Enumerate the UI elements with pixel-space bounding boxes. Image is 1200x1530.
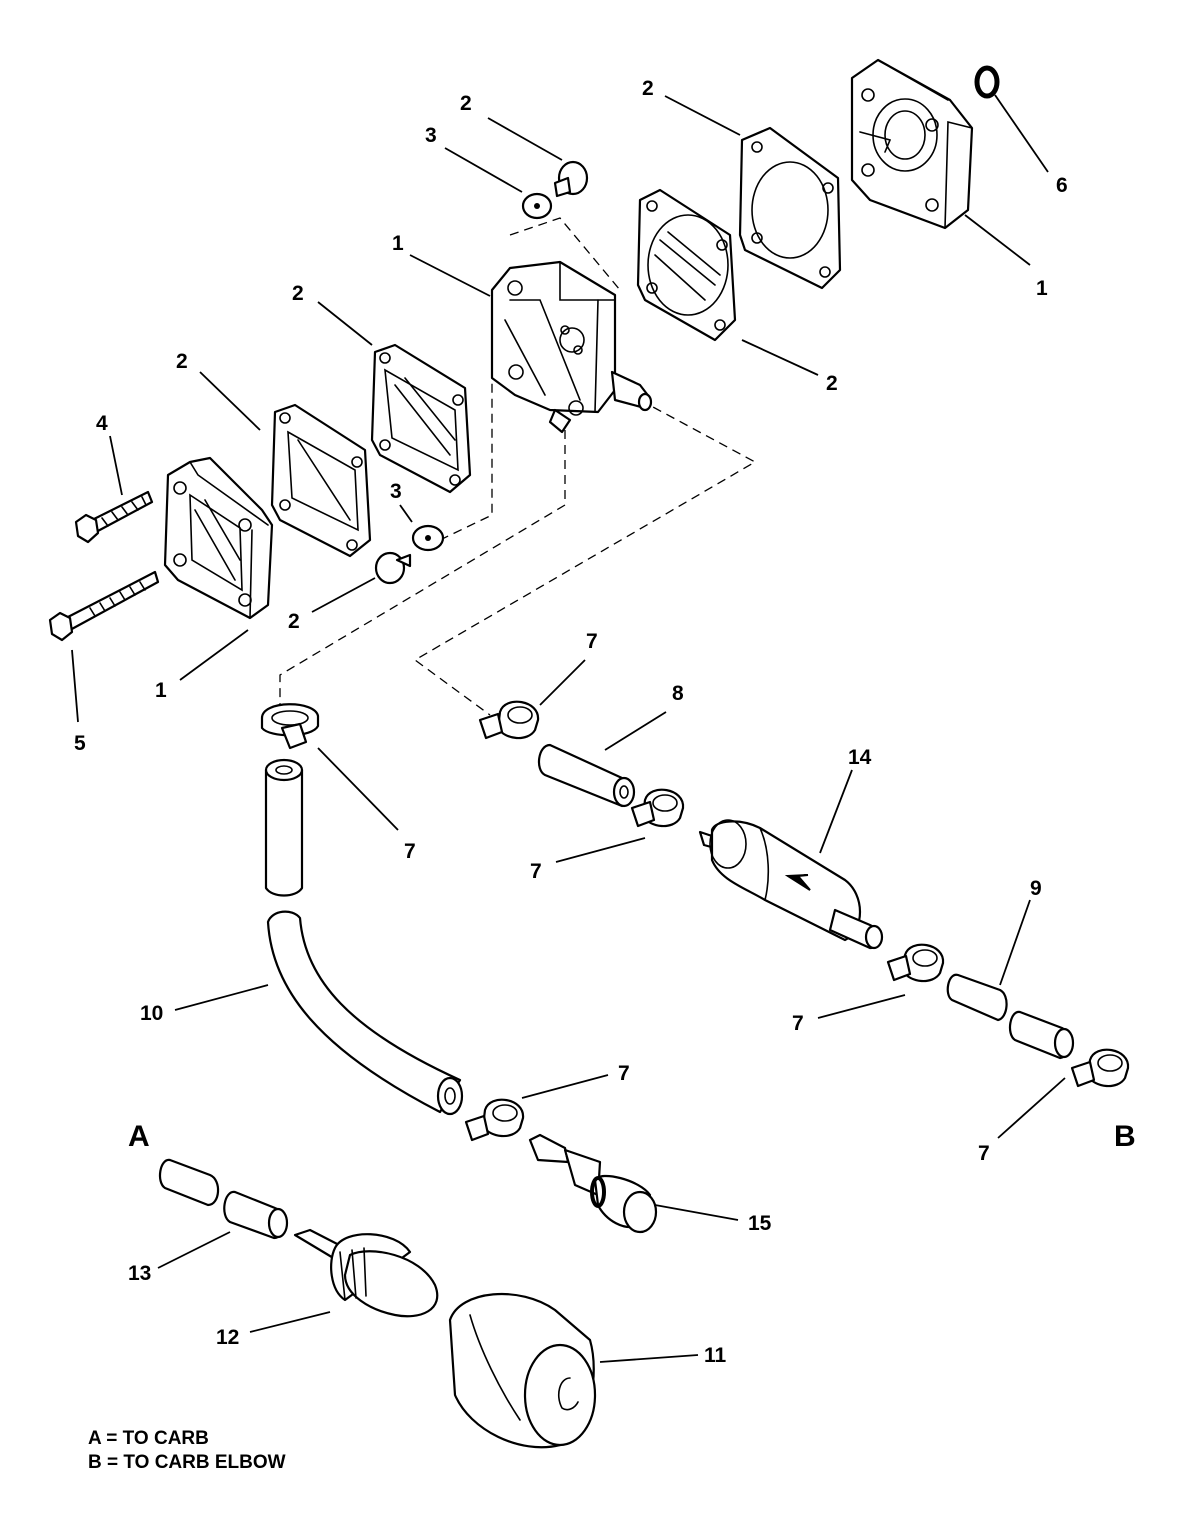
- connector-label-a: A: [128, 1120, 150, 1153]
- primer-bulb-large: [448, 1292, 597, 1449]
- callout-14: 14: [848, 746, 872, 769]
- fuel-hose-short-vertical: [264, 758, 304, 897]
- legend-line-b: B = TO CARB ELBOW: [88, 1452, 286, 1473]
- callout-13: 13: [128, 1262, 151, 1285]
- callout-8: 8: [672, 682, 684, 705]
- callout-3: 3: [425, 124, 437, 147]
- check-valve-lower: [374, 524, 445, 585]
- legend: A = TO CARB B = TO CARB ELBOW: [88, 1428, 286, 1474]
- callout-2: 2: [826, 372, 838, 395]
- hose-clamp-3: [630, 788, 685, 828]
- callout-12: 12: [216, 1326, 239, 1349]
- callout-2: 2: [288, 610, 300, 633]
- callout-10: 10: [140, 1002, 163, 1025]
- callout-15: 15: [748, 1212, 772, 1235]
- screw-short: [74, 490, 154, 544]
- o-ring: [974, 65, 1000, 99]
- leader-lines: [71, 94, 1066, 1363]
- gasket-middle: [370, 343, 472, 494]
- assembly-dashed-lines: [279, 217, 757, 716]
- fuel-hose-8: [537, 743, 636, 808]
- callout-1: 1: [392, 232, 404, 255]
- legend-line-a: A = TO CARB: [88, 1428, 209, 1449]
- fuel-filter: [698, 819, 884, 950]
- callout-2: 2: [460, 92, 472, 115]
- fuel-hose-curved-10: [266, 910, 464, 1116]
- callout-7: 7: [978, 1142, 990, 1165]
- diaphragm-upper-right: [636, 188, 737, 342]
- pump-body-center: [490, 260, 653, 434]
- screw-long: [48, 570, 160, 642]
- hose-clamp-2: [478, 700, 540, 740]
- callout-7: 7: [586, 630, 598, 653]
- callout-7: 7: [404, 840, 416, 863]
- callout-4: 4: [96, 412, 108, 435]
- hose-clamp-1: [260, 703, 320, 750]
- callout-9: 9: [1030, 877, 1042, 900]
- gasket-upper-right: [738, 126, 842, 290]
- fuel-hose-13: [158, 1158, 289, 1240]
- callout-2: 2: [292, 282, 304, 305]
- callout-7: 7: [792, 1012, 804, 1035]
- gasket-left: [270, 403, 372, 558]
- check-valve-top: [521, 160, 589, 220]
- callout-7: 7: [618, 1062, 630, 1085]
- hose-clamp-5: [1070, 1048, 1130, 1088]
- hose-clamp-4: [886, 943, 945, 983]
- callout-labels: 2 3 2 6 1 1 2 2 2 4 3 2 1 5 7 8 14 7 7 9…: [74, 77, 1068, 1367]
- pump-cover-right: [850, 58, 974, 230]
- callout-6: 6: [1056, 174, 1068, 197]
- callout-2: 2: [642, 77, 654, 100]
- connector-label-b: B: [1114, 1120, 1136, 1153]
- callout-11: 11: [704, 1344, 727, 1367]
- callout-1: 1: [1036, 277, 1048, 300]
- callout-5: 5: [74, 732, 86, 755]
- callout-7: 7: [530, 860, 542, 883]
- fuel-fitting: [528, 1133, 658, 1234]
- pump-cover-left: [163, 456, 274, 620]
- callout-2: 2: [176, 350, 188, 373]
- hose-clamp-6: [464, 1098, 525, 1142]
- callout-3: 3: [390, 480, 402, 503]
- callout-1: 1: [155, 679, 167, 702]
- primer-bulb: [293, 1228, 439, 1318]
- fuel-hose-9: [946, 973, 1075, 1060]
